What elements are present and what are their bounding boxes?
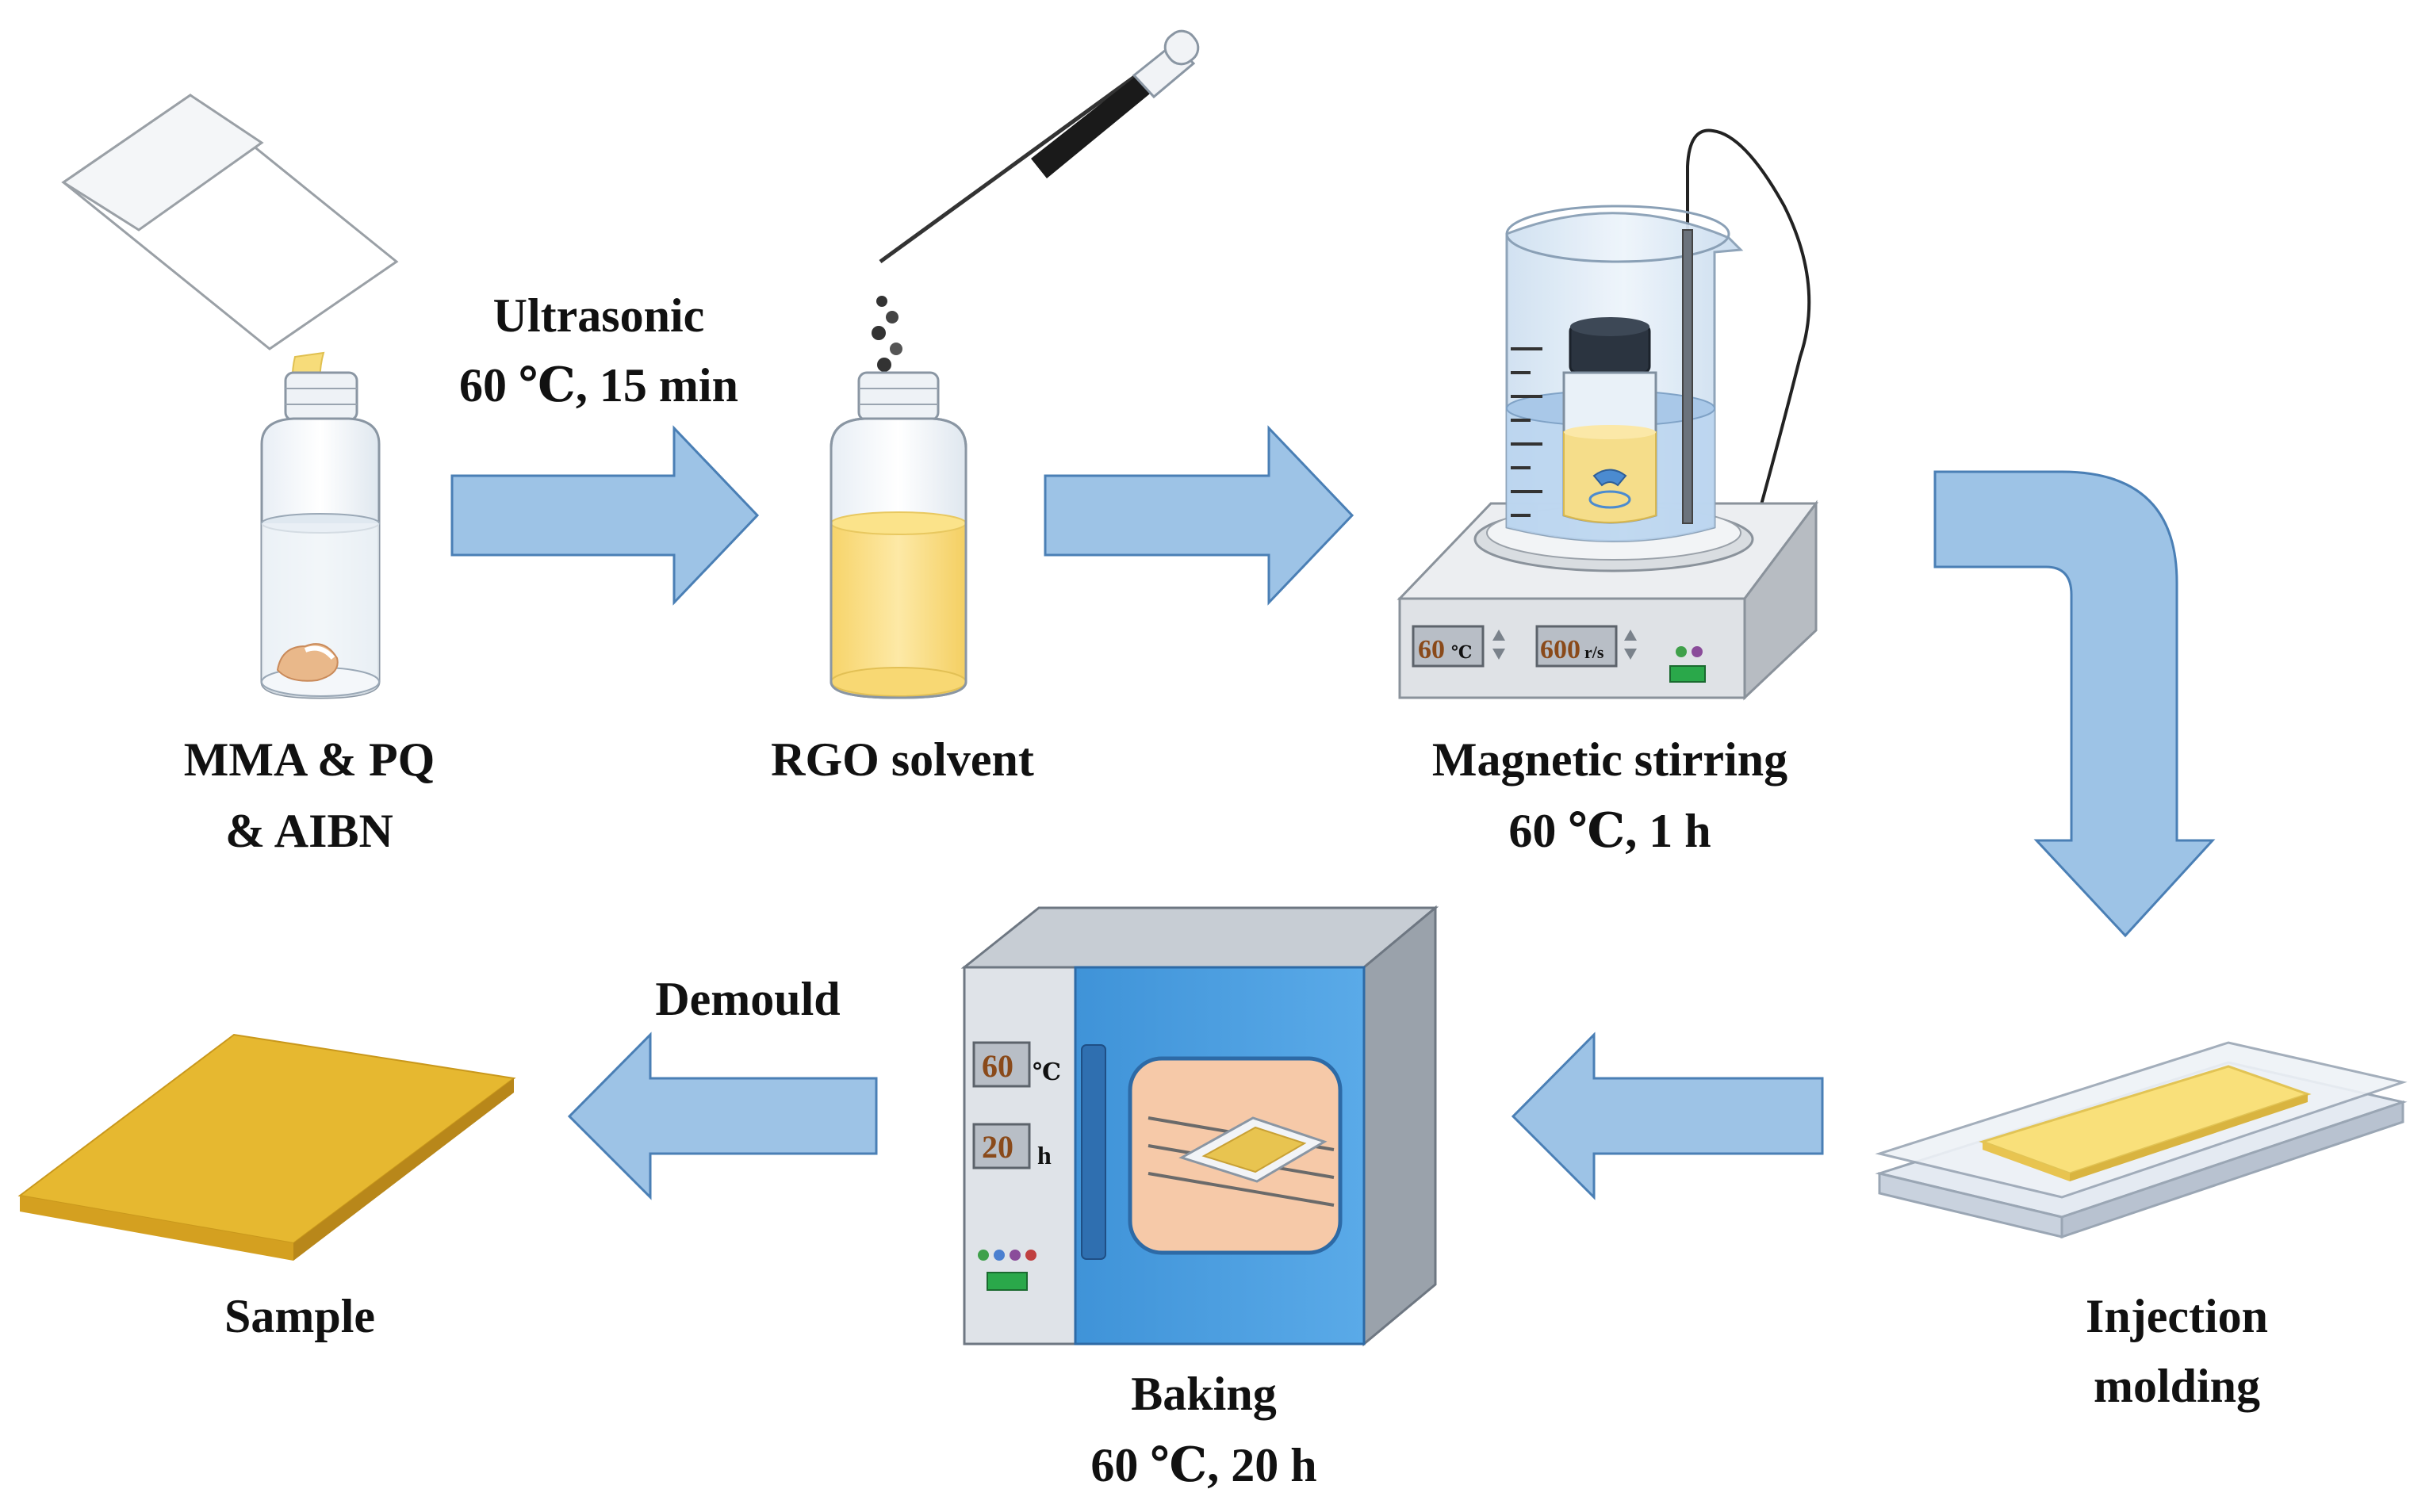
indicator-light-icon (994, 1250, 1005, 1261)
magnetic-stirrer-illustration: 60 ℃ 600 r/s (1397, 128, 1818, 701)
vial-icon (1562, 317, 1657, 524)
indicator-light-icon (1025, 1250, 1036, 1261)
rgo-bottle-illustration (830, 29, 1200, 699)
indicator-light-icon (1676, 646, 1687, 657)
thermometer-probe-icon (1682, 229, 1693, 524)
oven-handle-icon (1081, 1044, 1106, 1260)
indicator-light-icon (1010, 1250, 1021, 1261)
oven-time-display (972, 1123, 1031, 1169)
demould-label: Demould (655, 973, 840, 1025)
mma-label-line1: MMA & PQ (184, 733, 435, 786)
sample-label: Sample (224, 1290, 375, 1342)
speed-display (1535, 625, 1618, 668)
oven-temp-value: 60 (982, 1048, 1013, 1084)
speed-display-unit: r/s (1584, 642, 1604, 662)
injection-label-line1: Injection (2086, 1290, 2268, 1342)
oven-temp-display (972, 1041, 1031, 1088)
injection-label-line2: molding (2094, 1360, 2260, 1412)
weighing-paper-icon (61, 94, 399, 350)
oven-time-value: 20 (982, 1129, 1013, 1165)
arrow-curved-down-icon (1933, 470, 2216, 938)
glass-bottle-icon (260, 371, 381, 699)
oven-time-unit: h (1037, 1141, 1052, 1169)
mma-bottle-illustration (61, 94, 399, 699)
arrow-left-icon (567, 1032, 878, 1200)
temp-display-unit: ℃ (1451, 642, 1472, 662)
temp-updown-icon (1492, 630, 1505, 660)
rgo-label: RGO solvent (771, 733, 1034, 786)
temp-display (1412, 625, 1485, 668)
temp-display-value: 60 (1418, 635, 1445, 664)
speed-display-value: 600 (1540, 635, 1580, 664)
magnetic-label: Magnetic stirring (1432, 733, 1787, 786)
probe-cable-icon (1686, 128, 1811, 508)
power-button-icon (987, 1272, 1028, 1291)
speed-updown-icon (1624, 630, 1637, 660)
ultrasonic-label: Ultrasonic (493, 289, 705, 342)
stir-bar-icon (1592, 469, 1627, 487)
oven-temp-unit: ℃ (1033, 1059, 1061, 1085)
sample-plate-illustration (17, 1033, 516, 1261)
power-button-icon (1669, 665, 1706, 683)
indicator-light-icon (1692, 646, 1703, 657)
arrow-right-icon (450, 425, 760, 606)
oven-illustration: 60 ℃ 20 h (960, 905, 1439, 1347)
glass-bottle-icon (830, 371, 967, 699)
mma-label-line2: & AIBN (225, 805, 393, 857)
magnetic-conditions: 60 ℃, 1 h (1508, 805, 1711, 857)
arrow-right-icon (1044, 425, 1354, 606)
indicator-light-icon (978, 1250, 989, 1261)
ultrasonic-conditions: 60 ℃, 15 min (459, 359, 738, 411)
injection-mold-illustration (1875, 1041, 2408, 1239)
baking-label: Baking (1131, 1368, 1276, 1420)
arrow-left-icon (1511, 1032, 1824, 1200)
baking-conditions: 60 ℃, 20 h (1090, 1439, 1316, 1491)
pipette-icon (879, 29, 1200, 264)
